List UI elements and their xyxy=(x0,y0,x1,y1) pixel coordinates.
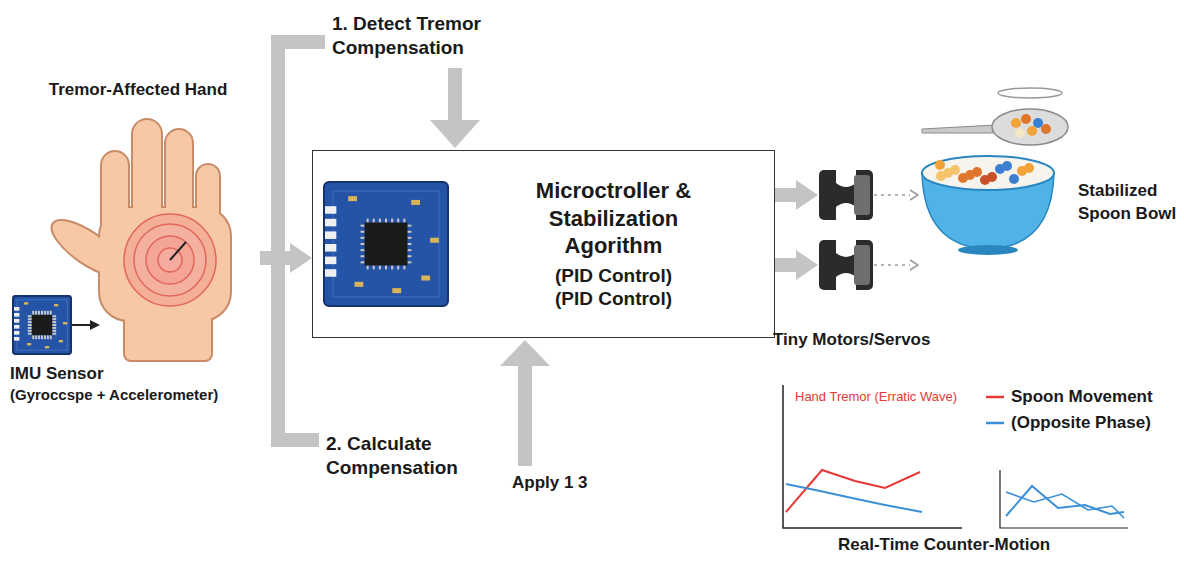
dotted-link xyxy=(874,264,910,266)
chart-caption: Real-Time Counter-Motion xyxy=(838,534,1050,555)
node-text: (Gyroccspe + Accelerometer) xyxy=(10,385,218,405)
spoon-wave xyxy=(786,484,922,512)
controller-text: Microctroller & Stabilization Agorithm (P… xyxy=(463,151,764,337)
hand-illustration: Tremor-Affected Hand xyxy=(100,110,260,360)
step-note: Apply 1 3 xyxy=(512,472,588,493)
step-label: 2. Calculate Compensation xyxy=(326,432,491,480)
chart-axes xyxy=(1000,470,1128,528)
arrow-head xyxy=(500,340,550,366)
node-text: (PID Control) xyxy=(555,287,672,311)
node-title: IMU Sensor xyxy=(10,363,218,385)
servo-motor xyxy=(818,239,874,291)
dotted-link xyxy=(874,194,910,196)
bracket-spine xyxy=(271,35,285,447)
step-label: 1. Detect Tremor Compensation xyxy=(332,12,502,60)
flow-arrow xyxy=(775,188,796,202)
spoon-wave xyxy=(1006,492,1124,518)
controller-box: Microctroller & Stabilization Agorithm (P… xyxy=(312,150,775,338)
counter-motion-chart xyxy=(783,385,1128,528)
sensor-caption: IMU Sensor(Gyroccspe + Accelerometer) xyxy=(10,363,218,405)
chart-axes xyxy=(783,385,962,528)
legend-entry: Spoon Movement xyxy=(985,384,1153,410)
legend-line-sample xyxy=(985,420,1005,426)
legend-text: (Opposite Phase) xyxy=(1011,413,1151,433)
legend-entry: (Opposite Phase) xyxy=(985,410,1153,436)
detect-arrow xyxy=(430,68,480,148)
tremor-wave xyxy=(786,470,920,512)
spoon-bowl-group: Stabilized Spoon Bowl xyxy=(918,85,1076,255)
arrow-shaft xyxy=(448,68,462,122)
circuit-board xyxy=(12,295,72,355)
node-text: (PID Control) xyxy=(555,264,672,288)
bracket-bottom-arm xyxy=(271,433,319,447)
motor-group: Tiny Motors/Servos xyxy=(818,168,874,293)
legend: Spoon Movement (Opposite Phase) xyxy=(985,384,1153,436)
node-title: Microctroller & Stabilization Agorithm xyxy=(499,177,729,260)
node-title: Tiny Motors/Servos xyxy=(773,330,930,350)
imu-sensor: IMU Sensor(Gyroccspe + Accelerometer) xyxy=(12,295,72,355)
node-title: Stabilized Spoon Bowl xyxy=(1078,180,1180,226)
arrow-shaft xyxy=(518,364,532,466)
node-title: Tremor-Affected Hand xyxy=(38,80,238,100)
flow-arrow xyxy=(775,258,796,272)
bracket-top-arm xyxy=(271,35,325,49)
spoon-bowl-drawing xyxy=(918,85,1076,257)
hand-drawing xyxy=(100,110,260,360)
flow-arrow xyxy=(260,251,290,265)
series-label: Hand Tremor (Erratic Wave) xyxy=(795,389,957,405)
arrow-head xyxy=(430,120,480,148)
compensation-arrow xyxy=(500,340,550,466)
circuit-board xyxy=(323,181,449,307)
spoon-wave xyxy=(1006,486,1124,516)
legend-text: Spoon Movement xyxy=(1011,387,1153,407)
flow-arrow xyxy=(72,324,90,326)
servo-motor xyxy=(818,169,874,221)
legend-line-sample xyxy=(985,394,1005,400)
